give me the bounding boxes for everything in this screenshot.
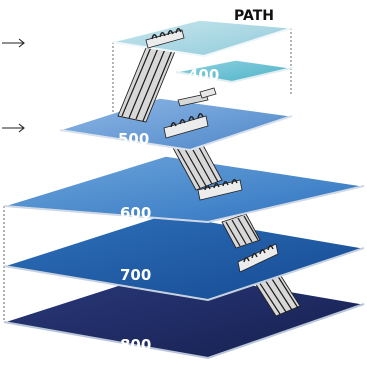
escalator-heads-top — [145, 28, 185, 49]
escalator-heads-500 — [163, 113, 209, 139]
escalator-heads-700 — [237, 243, 279, 273]
level-600-edge — [3, 185, 365, 224]
arrow-middle-head — [18, 123, 25, 133]
connector-400-500 — [177, 87, 217, 107]
escalator-600-700 — [221, 213, 261, 249]
level-600-label: 600 — [120, 204, 151, 222]
arrow-top-head — [18, 38, 25, 48]
level-400-label: 400 — [188, 66, 219, 84]
level-800-edge — [3, 303, 365, 360]
level-400-edge — [175, 67, 293, 84]
level-top-plane — [112, 20, 292, 56]
level-700-plane — [4, 214, 364, 300]
level-500-label: 500 — [118, 130, 149, 148]
level-700-label: 700 — [120, 266, 151, 284]
level-500-plane — [60, 98, 292, 150]
level-700-edge — [3, 247, 365, 302]
path-label: PATH — [234, 8, 274, 24]
level-800-label: 800 — [120, 336, 151, 354]
level-top-edge — [111, 27, 293, 58]
level-500-edge — [59, 115, 293, 152]
